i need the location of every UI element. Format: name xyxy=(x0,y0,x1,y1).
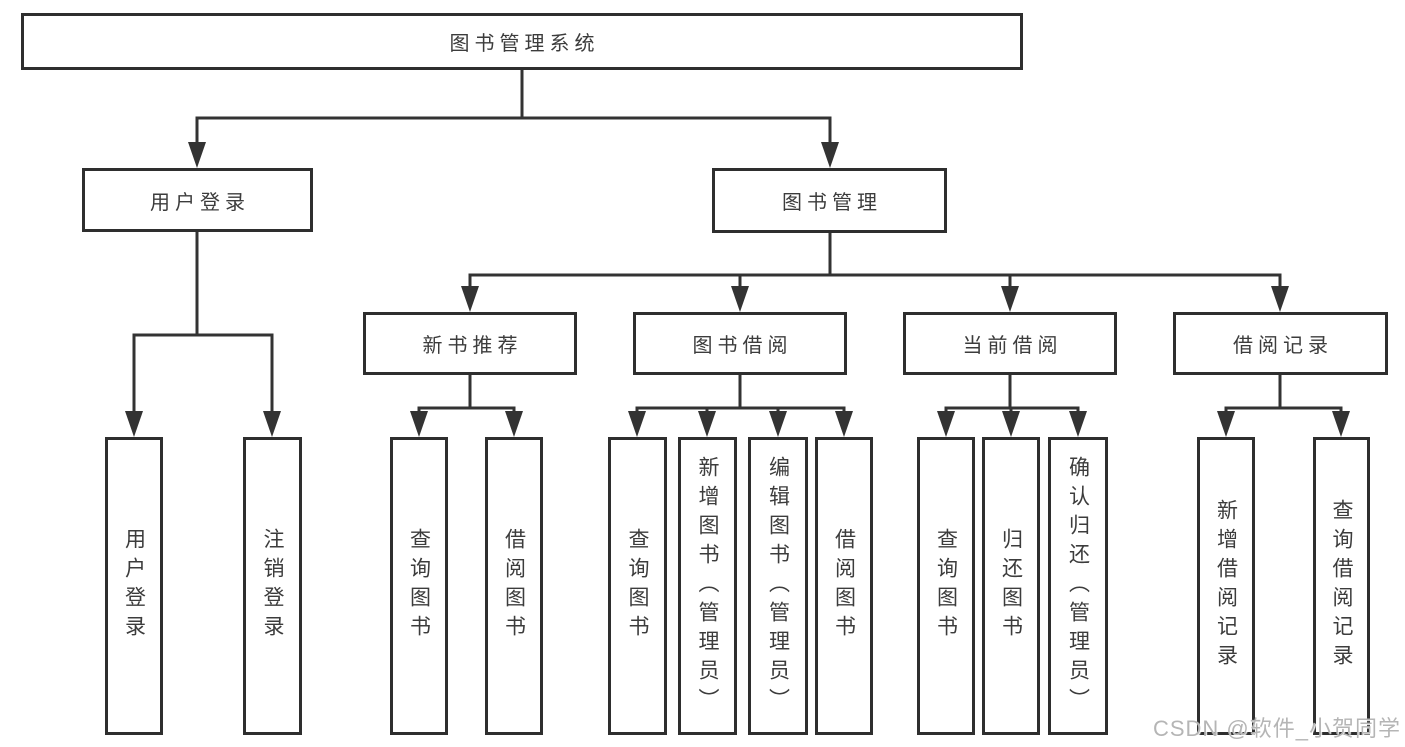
leaf-borrow-books-recommend-label: 借阅图书 xyxy=(502,528,526,644)
csdn-watermark: CSDN @软件_小贺同学 xyxy=(1152,716,1401,741)
leaf-query-books-borrow-label: 查询图书 xyxy=(626,528,649,644)
leaf-edit-book-admin-label: 编辑图书（管理员） xyxy=(766,455,790,717)
leaf-query-books-current-label: 查询图书 xyxy=(934,528,958,644)
node-borrowing-records: 借阅记录 xyxy=(1173,312,1388,375)
leaf-add-book-admin-label: 新增图书（管理员） xyxy=(696,455,719,717)
node-current-borrowing: 当前借阅 xyxy=(903,312,1117,375)
leaf-query-books-recommend-label: 查询图书 xyxy=(407,528,431,644)
leaf-confirm-return-admin-label: 确认归还（管理员） xyxy=(1066,455,1090,717)
leaf-user-login: 用户登录 xyxy=(105,437,163,735)
leaf-logout: 注销登录 xyxy=(243,437,302,735)
leaf-return-books: 归还图书 xyxy=(982,437,1040,735)
leaf-borrow-books: 借阅图书 xyxy=(815,437,873,735)
leaf-logout-label: 注销登录 xyxy=(261,528,284,644)
node-book-management: 图书管理 xyxy=(712,168,947,233)
leaf-return-books-label: 归还图书 xyxy=(999,528,1023,644)
leaf-confirm-return-admin: 确认归还（管理员） xyxy=(1048,437,1108,735)
node-user-login: 用户登录 xyxy=(82,168,313,232)
leaf-query-borrow-record-label: 查询借阅记录 xyxy=(1330,499,1353,673)
leaf-query-books-recommend: 查询图书 xyxy=(390,437,448,735)
leaf-query-borrow-record: 查询借阅记录 xyxy=(1313,437,1370,735)
leaf-edit-book-admin: 编辑图书（管理员） xyxy=(748,437,808,735)
leaf-add-borrow-record-label: 新增借阅记录 xyxy=(1214,499,1238,673)
leaf-add-book-admin: 新增图书（管理员） xyxy=(678,437,737,735)
leaf-borrow-books-label: 借阅图书 xyxy=(832,528,856,644)
leaf-query-books-current: 查询图书 xyxy=(917,437,975,735)
leaf-query-books-borrow: 查询图书 xyxy=(608,437,667,735)
node-new-book-recommendation: 新书推荐 xyxy=(363,312,577,375)
leaf-borrow-books-recommend: 借阅图书 xyxy=(485,437,543,735)
node-book-borrowing: 图书借阅 xyxy=(633,312,847,375)
leaf-add-borrow-record: 新增借阅记录 xyxy=(1197,437,1255,735)
leaf-user-login-label: 用户登录 xyxy=(122,528,146,644)
node-library-management-system: 图书管理系统 xyxy=(21,13,1023,70)
